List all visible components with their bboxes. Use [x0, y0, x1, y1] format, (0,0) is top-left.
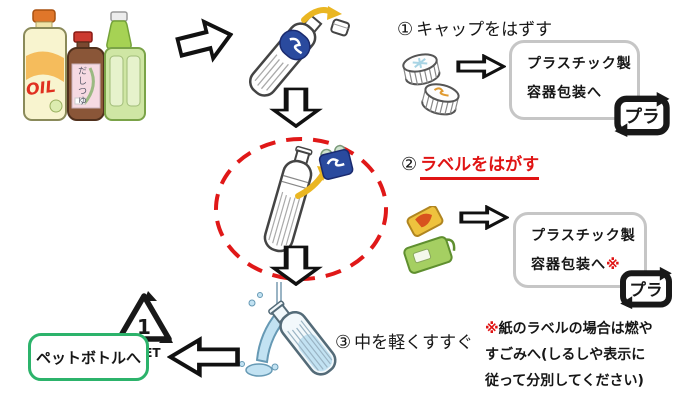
plastic2-asterisk: ※: [606, 257, 621, 273]
removed-cap: [330, 18, 350, 37]
green-label: [403, 236, 456, 274]
step2-text: ラベルをはがす: [420, 150, 540, 180]
step2-number: ②: [401, 154, 418, 175]
label-removal-illustration: [263, 144, 354, 253]
paper-label-note: ※紙のラベルの場合は燃や すごみへ(しるしや表示に 従って分別してください): [485, 316, 683, 394]
dashi-bottle-label: だしつゆ: [76, 66, 86, 106]
source-bottles-illustration: OIL: [23, 9, 146, 121]
plastic-packaging-box-2: プラスチック製 容器包装へ※: [513, 212, 647, 288]
caps-illustration: [402, 53, 460, 116]
step1-label: ① キャップをはずす: [397, 15, 552, 40]
peeled-blue-label: [318, 144, 354, 180]
flow-arrow-down-1: [269, 87, 323, 128]
step1-number: ①: [397, 19, 414, 40]
flow-arrow-right-1: [175, 18, 234, 63]
step2-label: ② ラベルをはがす: [401, 150, 540, 180]
note-line2: すごみへ(しるしや表示に: [485, 347, 646, 363]
cap-orange: [421, 83, 460, 116]
pet-bottle-tilted: [248, 14, 323, 97]
flow-arrow-down-2: [269, 245, 323, 286]
pet-bottle-box: ペットボトルへ: [28, 333, 149, 381]
note-line1: ※紙のラベルの場合は燃や: [485, 321, 653, 337]
flow-arrow-right-3: [459, 205, 509, 230]
cap-arrow: [301, 7, 334, 23]
rinse-illustration: [239, 282, 337, 377]
step3-number: ③: [335, 332, 352, 353]
water-splash: [245, 363, 273, 377]
step3-label: ③ 中を軽くすすぐ: [335, 328, 473, 353]
green-tea-bottle: [104, 11, 146, 121]
flow-arrow-left: [167, 336, 240, 378]
pura1-text: プラ: [624, 105, 659, 127]
oil-bottle-label: OIL: [25, 77, 57, 99]
plastic1-line2: 容器包装へ: [527, 85, 602, 101]
orange-label: [406, 206, 444, 237]
pura2-text: プラ: [629, 279, 662, 299]
plastic2-line1: プラスチック製: [531, 228, 636, 244]
cap-blue: [402, 53, 441, 86]
pet-bottle-no-label: [263, 145, 313, 253]
oil-bottle: OIL: [23, 9, 67, 121]
plastic1-line1: プラスチック製: [527, 56, 632, 72]
pura-recycle-mark-1: プラ: [614, 91, 670, 138]
pet-bottle-box-label: ペットボトルへ: [35, 348, 141, 367]
labels-illustration: [403, 206, 456, 274]
note-asterisk: ※: [485, 321, 499, 337]
plastic-packaging-box-1: プラスチック製 容器包装へ: [509, 40, 640, 120]
step3-text: 中を軽くすすぐ: [354, 333, 474, 353]
flow-arrow-right-2: [456, 54, 506, 79]
plastic2-line2: 容器包装へ※: [531, 257, 621, 273]
rinsed-bottle: [268, 300, 337, 376]
dashi-bottle: [67, 31, 105, 121]
pura-recycle-mark-2: プラ: [620, 266, 672, 310]
cap-removal-illustration: [248, 6, 350, 97]
step1-text: キャップをはずす: [416, 20, 553, 40]
note-line3: 従って分別してください): [485, 373, 644, 389]
